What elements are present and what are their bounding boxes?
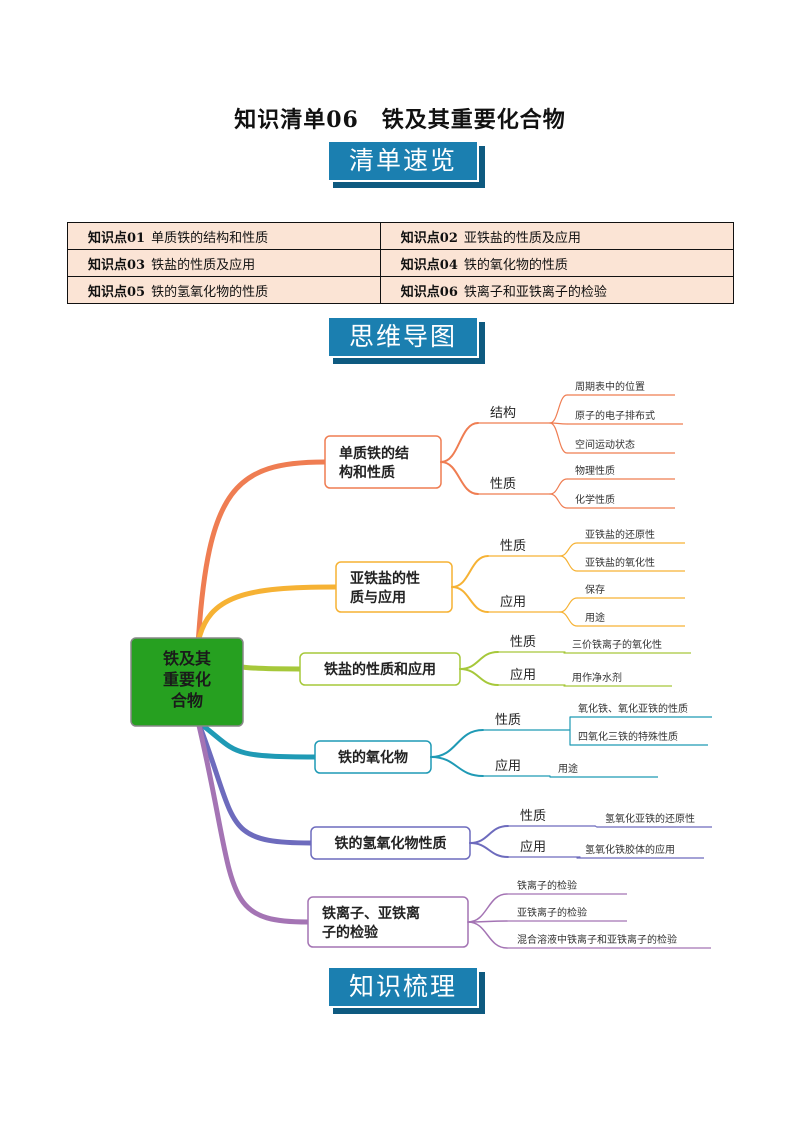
leaf-connector	[549, 478, 568, 495]
knowledge-point-cell: 知识点06 铁离子和亚铁离子的检验	[379, 276, 735, 304]
branch-connector	[195, 459, 328, 645]
leaf-label: 混合溶液中铁离子和亚铁离子的检验	[517, 933, 677, 946]
leaf-label: 三价铁离子的氧化性	[572, 638, 662, 651]
branch-node-label: 质与应用	[350, 589, 406, 606]
group-connector	[459, 668, 499, 686]
leaf-label: 保存	[585, 583, 605, 596]
leaf-label: 周期表中的位置	[575, 380, 645, 393]
leaf-connector	[559, 597, 578, 613]
table-row: 知识点01 单质铁的结构和性质 知识点02 亚铁盐的性质及应用	[67, 222, 735, 250]
group-connector	[459, 651, 499, 670]
group-connector	[451, 555, 489, 588]
group-connector	[469, 842, 509, 858]
leaf-label: 亚铁盐的氧化性	[585, 556, 655, 569]
knowledge-point-cell: 知识点02 亚铁盐的性质及应用	[379, 222, 735, 250]
leaf-connector	[549, 422, 568, 454]
leaf-label: 铁离子的检验	[517, 879, 577, 892]
leaf-label: 四氧化三铁的特殊性质	[578, 730, 678, 743]
branch-node-label: 铁离子、亚铁离	[322, 905, 420, 922]
branch-connector	[195, 584, 339, 645]
leaf-label: 氧化铁、氧化亚铁的性质	[578, 702, 688, 715]
leaf-label: 物理性质	[575, 464, 615, 477]
overview-banner: 清单速览	[327, 140, 485, 188]
group-connector	[430, 729, 484, 758]
group-label: 应用	[500, 594, 526, 610]
group-label: 性质	[500, 539, 526, 554]
review-banner: 知识梳理	[327, 966, 485, 1014]
leaf-connector	[559, 542, 578, 557]
branch-node-label: 铁盐的性质和应用	[324, 661, 436, 678]
leaf-connector	[549, 394, 568, 424]
mindmap-banner: 思维导图	[327, 316, 485, 364]
knowledge-point-label: 知识点04	[400, 257, 458, 273]
center-node	[130, 637, 244, 727]
knowledge-point-cell: 知识点04 铁的氧化物的性质	[379, 249, 735, 277]
leaf-label: 氢氧化亚铁的还原性	[605, 812, 695, 825]
branch-node-label: 亚铁盐的性	[350, 570, 420, 587]
knowledge-point-text: 单质铁的结构和性质	[151, 230, 269, 246]
leaf-label: 化学性质	[575, 493, 615, 506]
group-label: 应用	[510, 667, 536, 683]
group-connector	[451, 586, 489, 613]
leaf-label: 亚铁离子的检验	[517, 906, 587, 919]
knowledge-point-label: 知识点03	[88, 257, 146, 273]
branch-node-label: 铁的氢氧化物性质	[335, 835, 447, 852]
leaf-label: 原子的电子排布式	[575, 409, 655, 422]
knowledge-point-cell: 知识点03 铁盐的性质及应用	[67, 249, 381, 277]
leaf-connector	[559, 555, 578, 572]
review-banner-label: 知识梳理	[327, 966, 479, 1008]
branch-node-label: 单质铁的结	[339, 445, 409, 462]
mind-map: 铁及其重要化合物 单质铁的结构和性质 结构 周期表中的位置原子的电子排布式空间运动状态…	[130, 380, 712, 949]
group-label: 应用	[520, 839, 546, 855]
table-row: 知识点03 铁盐的性质及应用 知识点04 铁的氧化物的性质	[67, 249, 735, 277]
leaf-connector	[467, 893, 508, 923]
group-connector	[430, 756, 484, 777]
center-node-label: 重要化	[163, 670, 211, 689]
knowledge-point-label: 知识点06	[400, 284, 458, 300]
table-row: 知识点05 铁的氢氧化物的性质 知识点06 铁离子和亚铁离子的检验	[67, 276, 735, 304]
leaf-label: 用途	[558, 762, 578, 775]
knowledge-point-label: 知识点01	[88, 230, 146, 246]
knowledge-point-label: 知识点05	[88, 284, 146, 300]
group-connector	[469, 825, 509, 844]
center-node-label: 合物	[171, 691, 203, 710]
group-connector	[440, 461, 479, 495]
knowledge-point-text: 铁的氧化物的性质	[463, 257, 568, 273]
branch-connector	[195, 719, 318, 760]
group-label: 性质	[495, 713, 521, 728]
knowledge-point-cell: 知识点05 铁的氢氧化物的性质	[67, 276, 381, 304]
group-label: 性质	[510, 635, 536, 650]
mindmap-banner-label: 思维导图	[327, 316, 479, 358]
knowledge-point-cell: 知识点01 单质铁的结构和性质	[67, 222, 381, 250]
leaf-label: 用作净水剂	[572, 671, 622, 684]
knowledge-point-text: 铁盐的性质及应用	[151, 257, 256, 273]
group-label: 性质	[490, 477, 516, 492]
leaf-label: 氢氧化铁胶体的应用	[585, 843, 675, 856]
group-label: 结构	[490, 406, 516, 421]
group-label: 应用	[495, 758, 521, 774]
leaf-label: 空间运动状态	[575, 438, 635, 451]
knowledge-point-label: 知识点02	[400, 230, 458, 246]
knowledge-point-text: 铁离子和亚铁离子的检验	[463, 284, 607, 300]
leaf-connector	[559, 611, 578, 627]
group-label: 性质	[520, 809, 546, 824]
branch-node-label: 构和性质	[339, 464, 395, 481]
branch-connector	[195, 719, 314, 846]
leaf-connector	[549, 493, 568, 509]
branch-node-label: 子的检验	[322, 924, 379, 941]
branch-connector	[195, 719, 311, 925]
knowledge-point-table: 知识点01 单质铁的结构和性质 知识点02 亚铁盐的性质及应用 知识点03 铁盐的性质…	[67, 222, 735, 304]
group-connector	[440, 422, 479, 463]
branch-node-label: 铁的氧化物	[338, 749, 408, 766]
page-title: 知识清单06 铁及其重要化合物	[234, 107, 566, 133]
leaf-label: 用途	[585, 611, 605, 624]
knowledge-point-text: 亚铁盐的性质及应用	[463, 230, 581, 246]
knowledge-point-text: 铁的氢氧化物的性质	[151, 284, 269, 300]
overview-banner-label: 清单速览	[327, 140, 479, 182]
leaf-connector	[467, 921, 508, 949]
leaf-connector	[594, 825, 598, 828]
leaf-label: 亚铁盐的还原性	[585, 528, 655, 541]
center-node-label: 铁及其	[163, 649, 211, 668]
